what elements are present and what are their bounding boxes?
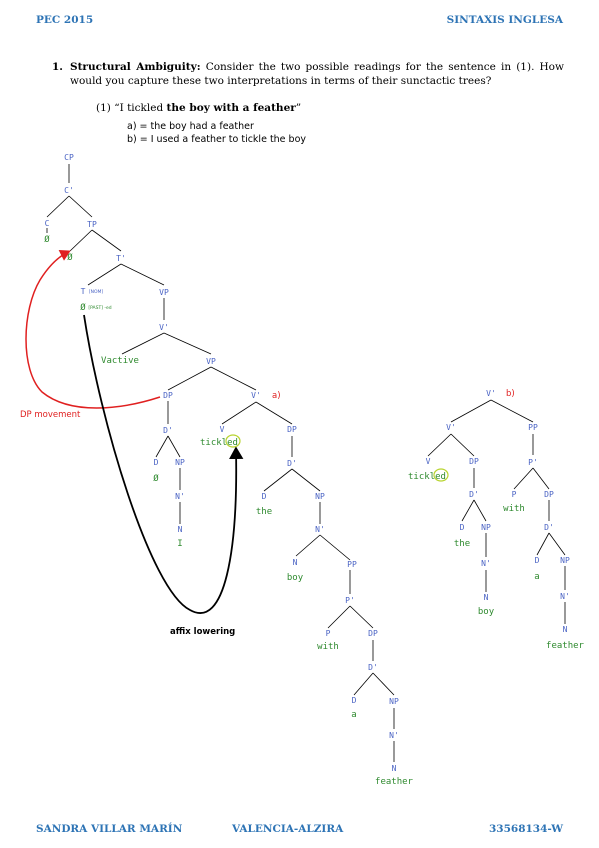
dp-movement-arrow <box>25 249 161 409</box>
node-b-n-bar-pp: N' <box>560 592 570 601</box>
node-dp-subject: DP <box>163 391 173 400</box>
node-d-pp: D <box>352 696 357 705</box>
node-b-n-bar: N' <box>481 559 491 568</box>
header-right: SINTAXIS INGLESA <box>446 14 563 26</box>
tree-a-marker: a) <box>272 391 281 401</box>
t-feature-nom: [NOM] <box>89 289 104 295</box>
node-b-v-bar: V' <box>446 423 456 432</box>
word-feather-b: feather <box>546 641 585 651</box>
node-dp-pp: DP <box>368 629 378 638</box>
node-b-p-bar: P' <box>528 458 538 467</box>
node-v-bar-outer: V' <box>159 323 169 332</box>
node-n-object: N <box>293 558 298 567</box>
node-b-pp: PP <box>528 423 538 432</box>
node-np-subject: NP <box>175 458 185 467</box>
word-vactive: Vactive <box>101 356 139 366</box>
node-b-np: NP <box>481 523 491 532</box>
node-d-bar-subject: D' <box>163 426 173 435</box>
node-vp-outer: VP <box>159 288 169 297</box>
affix-lowering-label: affix lowering <box>170 627 235 637</box>
footer-center: VALENCIA-ALZIRA <box>232 823 344 835</box>
node-p: P <box>326 629 331 638</box>
node-n-bar-object: N' <box>315 525 325 534</box>
node-c-bar: C' <box>64 186 74 195</box>
node-np-pp: NP <box>389 697 399 706</box>
word-with-b: with <box>503 504 525 514</box>
word-the-b: the <box>454 539 470 549</box>
tree-b-branches <box>427 399 566 624</box>
reading-b: b) = I used a feather to tickle the boy <box>127 134 307 145</box>
question-number: 1. <box>52 61 63 73</box>
word-t-null: Ø <box>80 302 86 313</box>
t-affix-past: [PAST] -ed <box>88 305 111 311</box>
word-tp-spec-null: Ø <box>67 252 73 263</box>
affix-lowering-arrow <box>83 314 244 614</box>
word-c-null: Ø <box>44 234 50 245</box>
word-i: I <box>177 539 182 549</box>
word-boy-a: boy <box>287 573 304 583</box>
node-b-d: D <box>460 523 465 532</box>
word-boy-b: boy <box>478 607 495 617</box>
node-b-d-bar-pp: D' <box>544 523 554 532</box>
question: 1. Structural Ambiguity: Consider the tw… <box>52 61 564 88</box>
word-d-subject-null: Ø <box>153 473 159 484</box>
word-a-a: a <box>351 710 356 720</box>
node-pp: PP <box>347 560 357 569</box>
node-b-d-pp: D <box>535 556 540 565</box>
node-p-bar: P' <box>345 596 355 605</box>
question-title: Structural Ambiguity: <box>70 61 201 73</box>
node-n-subject: N <box>178 525 183 534</box>
node-v: V <box>220 425 225 434</box>
node-n-pp: N <box>392 764 397 773</box>
node-vp-inner: VP <box>206 357 216 366</box>
node-n-bar-subject: N' <box>175 492 185 501</box>
node-b-v: V <box>426 457 431 466</box>
node-b-dp: DP <box>469 457 479 466</box>
node-b-p: P <box>512 490 517 499</box>
word-tickled-a: tickled <box>200 438 238 448</box>
node-cp: CP <box>64 153 74 162</box>
reading-a: a) = the boy had a feather <box>127 121 254 132</box>
header-left: PEC 2015 <box>36 14 94 26</box>
node-t-bar: T' <box>116 254 126 263</box>
affix-highlight-a <box>225 434 241 448</box>
footer-id: 33568134-W <box>488 823 563 835</box>
word-the-a: the <box>256 507 272 517</box>
word-tickled-b: tickled <box>408 472 446 482</box>
example-bold: the boy with a feather <box>166 102 296 114</box>
tree-a-branches <box>46 164 395 762</box>
node-b-np-pp: NP <box>560 556 570 565</box>
node-c: C <box>45 219 50 228</box>
node-b-v-bar-top: V' <box>486 389 496 398</box>
node-d-object: D <box>262 492 267 501</box>
node-b-dp-pp: DP <box>544 490 554 499</box>
node-n-bar-pp: N' <box>389 731 399 740</box>
node-t: T <box>81 287 86 296</box>
tree-b-marker: b) <box>506 389 515 399</box>
question-text: Consider the two possible readings for t… <box>70 61 564 87</box>
node-d-bar-object: D' <box>287 459 297 468</box>
example-sentence: (1) “I tickled the boy with a feather” <box>96 102 302 114</box>
node-v-bar: V' <box>251 391 261 400</box>
node-d-subject: D <box>154 458 159 467</box>
word-with-a: with <box>317 642 339 652</box>
node-np-object: NP <box>315 492 325 501</box>
node-b-d-bar: D' <box>469 490 479 499</box>
footer-name: SANDRA VILLAR MARÍN <box>36 823 183 835</box>
word-feather-a: feather <box>375 777 414 787</box>
word-a-b: a <box>534 572 539 582</box>
node-d-bar-pp: D' <box>368 663 378 672</box>
node-b-n: N <box>484 593 489 602</box>
dp-movement-label: DP movement <box>20 410 81 420</box>
node-b-n-pp: N <box>563 625 568 634</box>
node-tp: TP <box>87 220 97 229</box>
affix-highlight-b <box>433 468 449 482</box>
node-dp-object: DP <box>287 425 297 434</box>
